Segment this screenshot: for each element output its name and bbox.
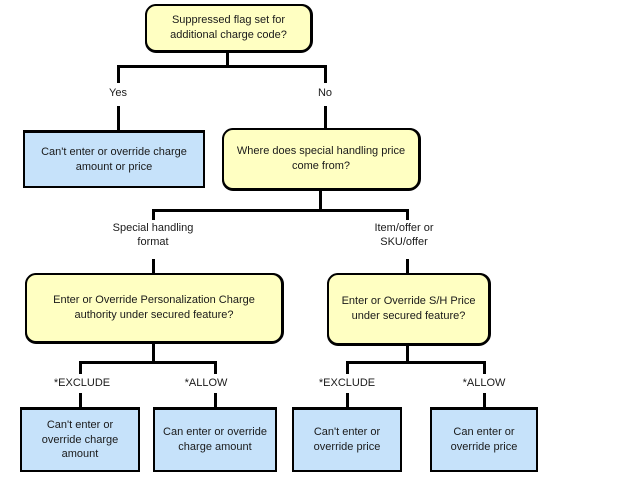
- node-no-question: Where does special handling price come f…: [222, 128, 420, 190]
- connector-root-stem: [226, 52, 229, 66]
- connector-no-question-stem: [319, 190, 322, 212]
- connector-shf-stem: [152, 259, 155, 273]
- node-yes-outcome: Can't enter or override charge amount or…: [23, 130, 205, 188]
- connector-allow-right-drop: [483, 361, 486, 374]
- connector-root-branch: [117, 65, 327, 68]
- connector-left-branch: [79, 361, 217, 364]
- edge-label-exclude-right: *EXCLUDE: [307, 377, 387, 391]
- connector-exclude-left-stem: [79, 393, 82, 407]
- connector-source-branch: [152, 209, 409, 212]
- edge-label-special-handling: Special handling format: [103, 222, 203, 250]
- connector-right-branch: [346, 361, 486, 364]
- edge-label-exclude-left: *EXCLUDE: [42, 377, 122, 391]
- connector-personalization-stem: [152, 343, 155, 363]
- node-allow-price-outcome: Can enter or override price: [430, 407, 538, 472]
- node-allow-charge-outcome: Can enter or override charge amount: [153, 407, 277, 472]
- edge-label-allow-left: *ALLOW: [166, 377, 246, 391]
- connector-no-stem: [324, 106, 327, 128]
- node-personalization-question: Enter or Override Personalization Charge…: [25, 273, 283, 343]
- edge-label-allow-right: *ALLOW: [444, 377, 524, 391]
- connector-yes-drop: [117, 65, 120, 83]
- connector-exclude-right-stem: [346, 393, 349, 407]
- connector-no-drop: [324, 65, 327, 83]
- edge-label-yes: Yes: [90, 87, 146, 101]
- connector-allow-left-drop: [214, 361, 217, 374]
- node-sh-price-question: Enter or Override S/H Price under secure…: [327, 273, 490, 345]
- edge-label-item-offer: Item/offer or SKU/offer: [354, 222, 454, 250]
- connector-shf-drop: [152, 209, 155, 220]
- connector-yes-stem: [117, 106, 120, 130]
- connector-exclude-left-drop: [79, 361, 82, 374]
- connector-sku-stem: [406, 259, 409, 273]
- node-exclude-charge-outcome: Can't enter or override charge amount: [20, 407, 140, 472]
- connector-allow-right-stem: [483, 393, 486, 407]
- connector-sku-drop: [406, 209, 409, 220]
- edge-label-no: No: [300, 87, 350, 101]
- node-root-question: Suppressed flag set for additional charg…: [145, 4, 312, 52]
- node-exclude-price-outcome: Can't enter or override price: [292, 407, 402, 472]
- connector-exclude-right-drop: [346, 361, 349, 374]
- connector-allow-left-stem: [214, 393, 217, 407]
- connector-sh-price-stem: [406, 345, 409, 363]
